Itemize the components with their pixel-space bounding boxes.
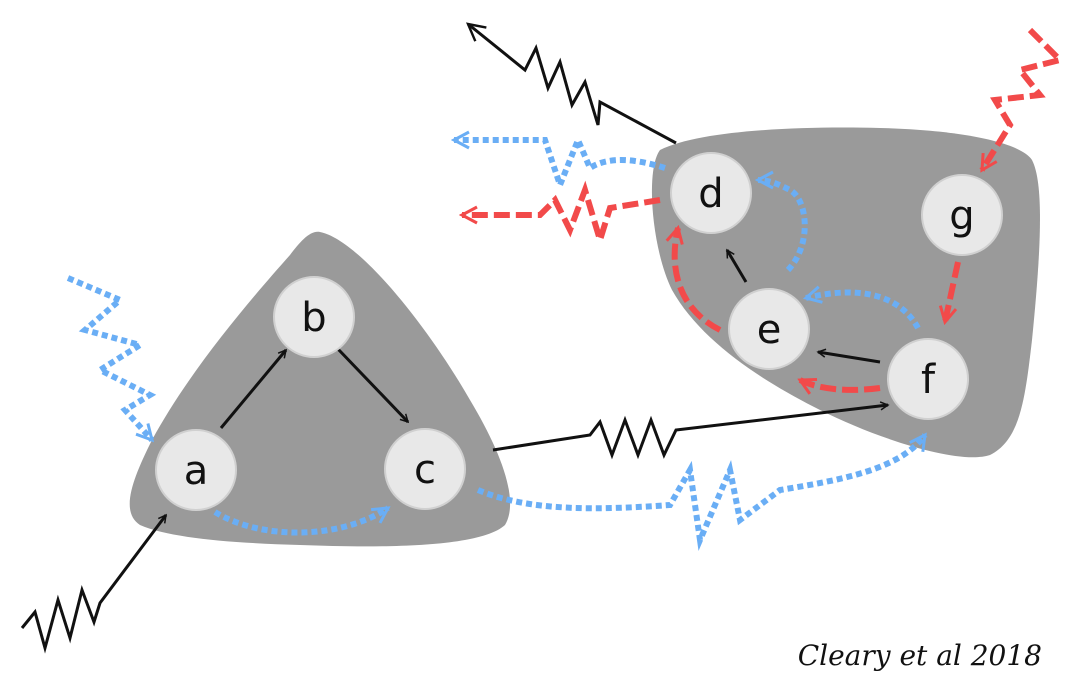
node-f: f <box>887 338 969 420</box>
edge-b-c <box>336 347 408 422</box>
blue-f-e <box>806 292 921 330</box>
edge-input-a <box>20 515 168 654</box>
node-b: b <box>273 276 355 358</box>
red-d-output <box>462 180 661 251</box>
edge-f-e <box>818 352 881 364</box>
edge-a-b <box>219 350 288 429</box>
node-e: e <box>728 288 810 370</box>
node-a-label: a <box>184 448 209 494</box>
node-a: a <box>155 429 237 511</box>
edge-e-d <box>725 250 748 283</box>
blue-d-output <box>454 140 666 194</box>
edge-d-output <box>465 22 677 145</box>
red-f-e <box>800 377 881 390</box>
red-g-f <box>945 261 961 322</box>
credit-text: Cleary et al 2018 <box>798 639 1042 672</box>
node-c-label: c <box>414 447 436 493</box>
red-input-g <box>979 27 1066 170</box>
node-b-label: b <box>301 295 326 341</box>
black-edges <box>20 22 888 654</box>
node-f-label: f <box>921 357 936 403</box>
node-g: g <box>921 174 1003 256</box>
node-e-label: e <box>757 307 782 353</box>
red-edges <box>462 27 1066 390</box>
node-d-label: d <box>698 171 723 217</box>
node-d: d <box>670 152 752 234</box>
blue-c-f <box>476 435 928 552</box>
edge-c-f <box>492 405 888 460</box>
node-g-label: g <box>949 193 974 239</box>
red-e-d <box>675 228 722 333</box>
blue-edges <box>66 140 928 552</box>
blue-input-a <box>66 275 157 440</box>
blue-e-d <box>758 180 808 273</box>
node-c: c <box>384 428 466 510</box>
